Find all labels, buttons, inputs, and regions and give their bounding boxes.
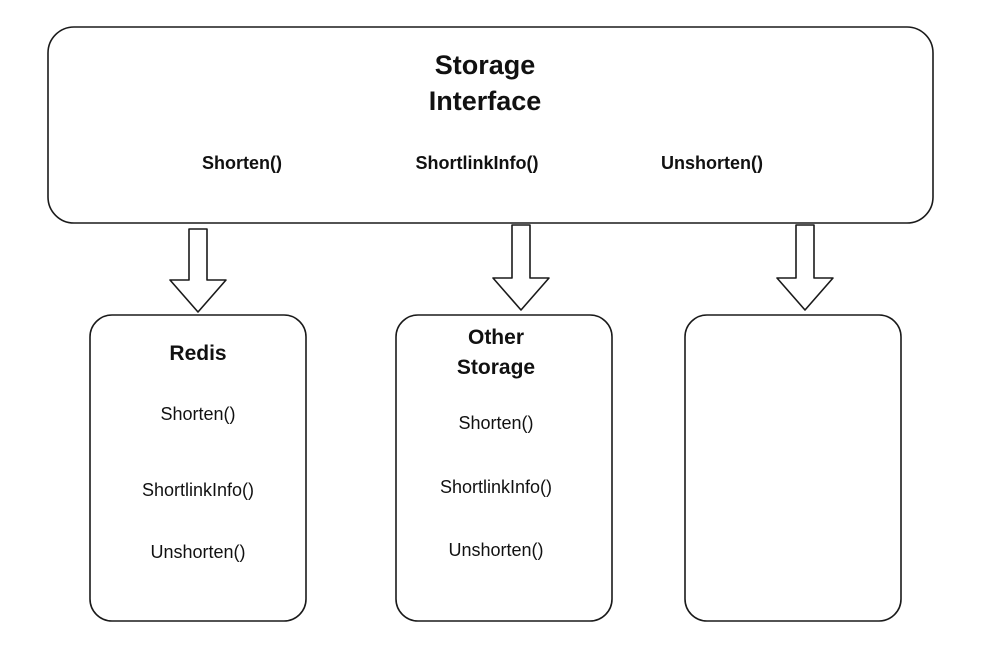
arrow-to-third-storage <box>776 224 834 311</box>
storage-interface-title-line2: Interface <box>429 86 542 116</box>
other-storage-method-shorten: Shorten() <box>458 413 533 433</box>
redis-method-unshorten: Unshorten() <box>150 542 245 562</box>
other-storage-title-line2: Storage <box>457 356 535 379</box>
interface-method-shortlinkinfo: ShortlinkInfo() <box>416 153 539 173</box>
arrow-to-redis <box>169 228 227 313</box>
other-storage-outline <box>395 314 613 622</box>
storage-interface-outline <box>47 26 934 224</box>
arrow-to-other-storage <box>492 224 550 311</box>
redis-storage-box: Redis Shorten() ShortlinkInfo() Unshorte… <box>89 314 307 622</box>
redis-method-shortlinkinfo: ShortlinkInfo() <box>142 480 254 500</box>
third-storage-outline <box>684 314 902 622</box>
third-storage-box <box>684 314 902 622</box>
redis-method-shorten: Shorten() <box>160 404 235 424</box>
redis-title: Redis <box>169 342 226 365</box>
storage-interface-box: Storage Interface Shorten() ShortlinkInf… <box>47 26 934 224</box>
storage-interface-title-line1: Storage <box>435 50 536 80</box>
interface-method-unshorten: Unshorten() <box>661 153 763 173</box>
other-storage-box: Other Storage Shorten() ShortlinkInfo() … <box>395 314 613 622</box>
redis-outline <box>89 314 307 622</box>
interface-method-shorten: Shorten() <box>202 153 282 173</box>
other-storage-method-unshorten: Unshorten() <box>448 540 543 560</box>
other-storage-method-shortlinkinfo: ShortlinkInfo() <box>440 477 552 497</box>
other-storage-title-line1: Other <box>468 326 524 349</box>
